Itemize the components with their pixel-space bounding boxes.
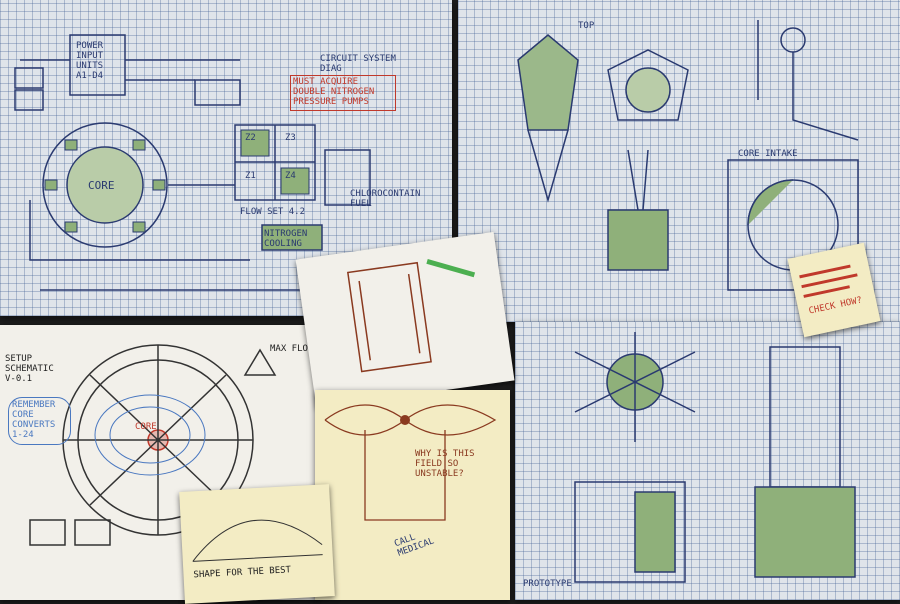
cooling-label: NITROGEN COOLING	[264, 229, 308, 249]
sticky-scribbles	[799, 264, 858, 298]
prototype-drawing	[574, 332, 856, 583]
core-intake-label: CORE INTAKE	[738, 149, 798, 159]
grid-label: Z2	[245, 133, 256, 143]
core-label: CORE	[88, 179, 115, 192]
note-field-question: WHY IS THIS FIELD SO UNSTABLE? CALL MEDI…	[315, 390, 510, 600]
sketch-reactor-section	[295, 231, 515, 409]
top-label: TOP	[578, 21, 595, 31]
circuit-label: CIRCUIT SYSTEM DIAG	[320, 54, 396, 74]
field-question-note: WHY IS THIS FIELD SO UNSTABLE?	[415, 449, 475, 479]
fuel-label: CHLOROCONTAIN FUEL	[350, 189, 421, 209]
schematic-title: SETUP SCHEMATIC V-0.1	[5, 354, 54, 384]
grid-label: Z1	[245, 171, 256, 181]
max-flow-note: MAX FLOW	[270, 344, 314, 354]
power-units-label: POWER INPUT UNITS A1-D4	[76, 41, 104, 81]
core-reminder-note: REMEMBER CORE CONVERTS 1-24	[8, 397, 71, 445]
warning-note: MUST ACQUIRE DOUBLE NITROGEN PRESSURE PU…	[290, 75, 396, 111]
reactor-section-sketch	[346, 258, 476, 373]
prototype-stamp: PROTOTYPE	[523, 579, 572, 589]
flow-label: FLOW SET 4.2	[240, 207, 306, 217]
blueprint-prototype: PROTOTYPE	[515, 322, 900, 600]
blueprint-power-core: POWER INPUT UNITS A1-D4 CORE MUST ACQUIR…	[0, 0, 452, 316]
note-shape: SHAPE FOR THE BEST	[179, 484, 335, 604]
arc-sketch	[192, 519, 323, 562]
grid-label: Z3	[285, 133, 296, 143]
field-sketch	[324, 404, 497, 521]
intake-drawing	[517, 20, 859, 291]
core-schematic-drawing	[14, 34, 420, 291]
grid-label: Z4	[285, 171, 296, 181]
sticky-note: CHECK HOW?	[787, 242, 881, 338]
core-sketch-label: CORE	[135, 422, 157, 432]
